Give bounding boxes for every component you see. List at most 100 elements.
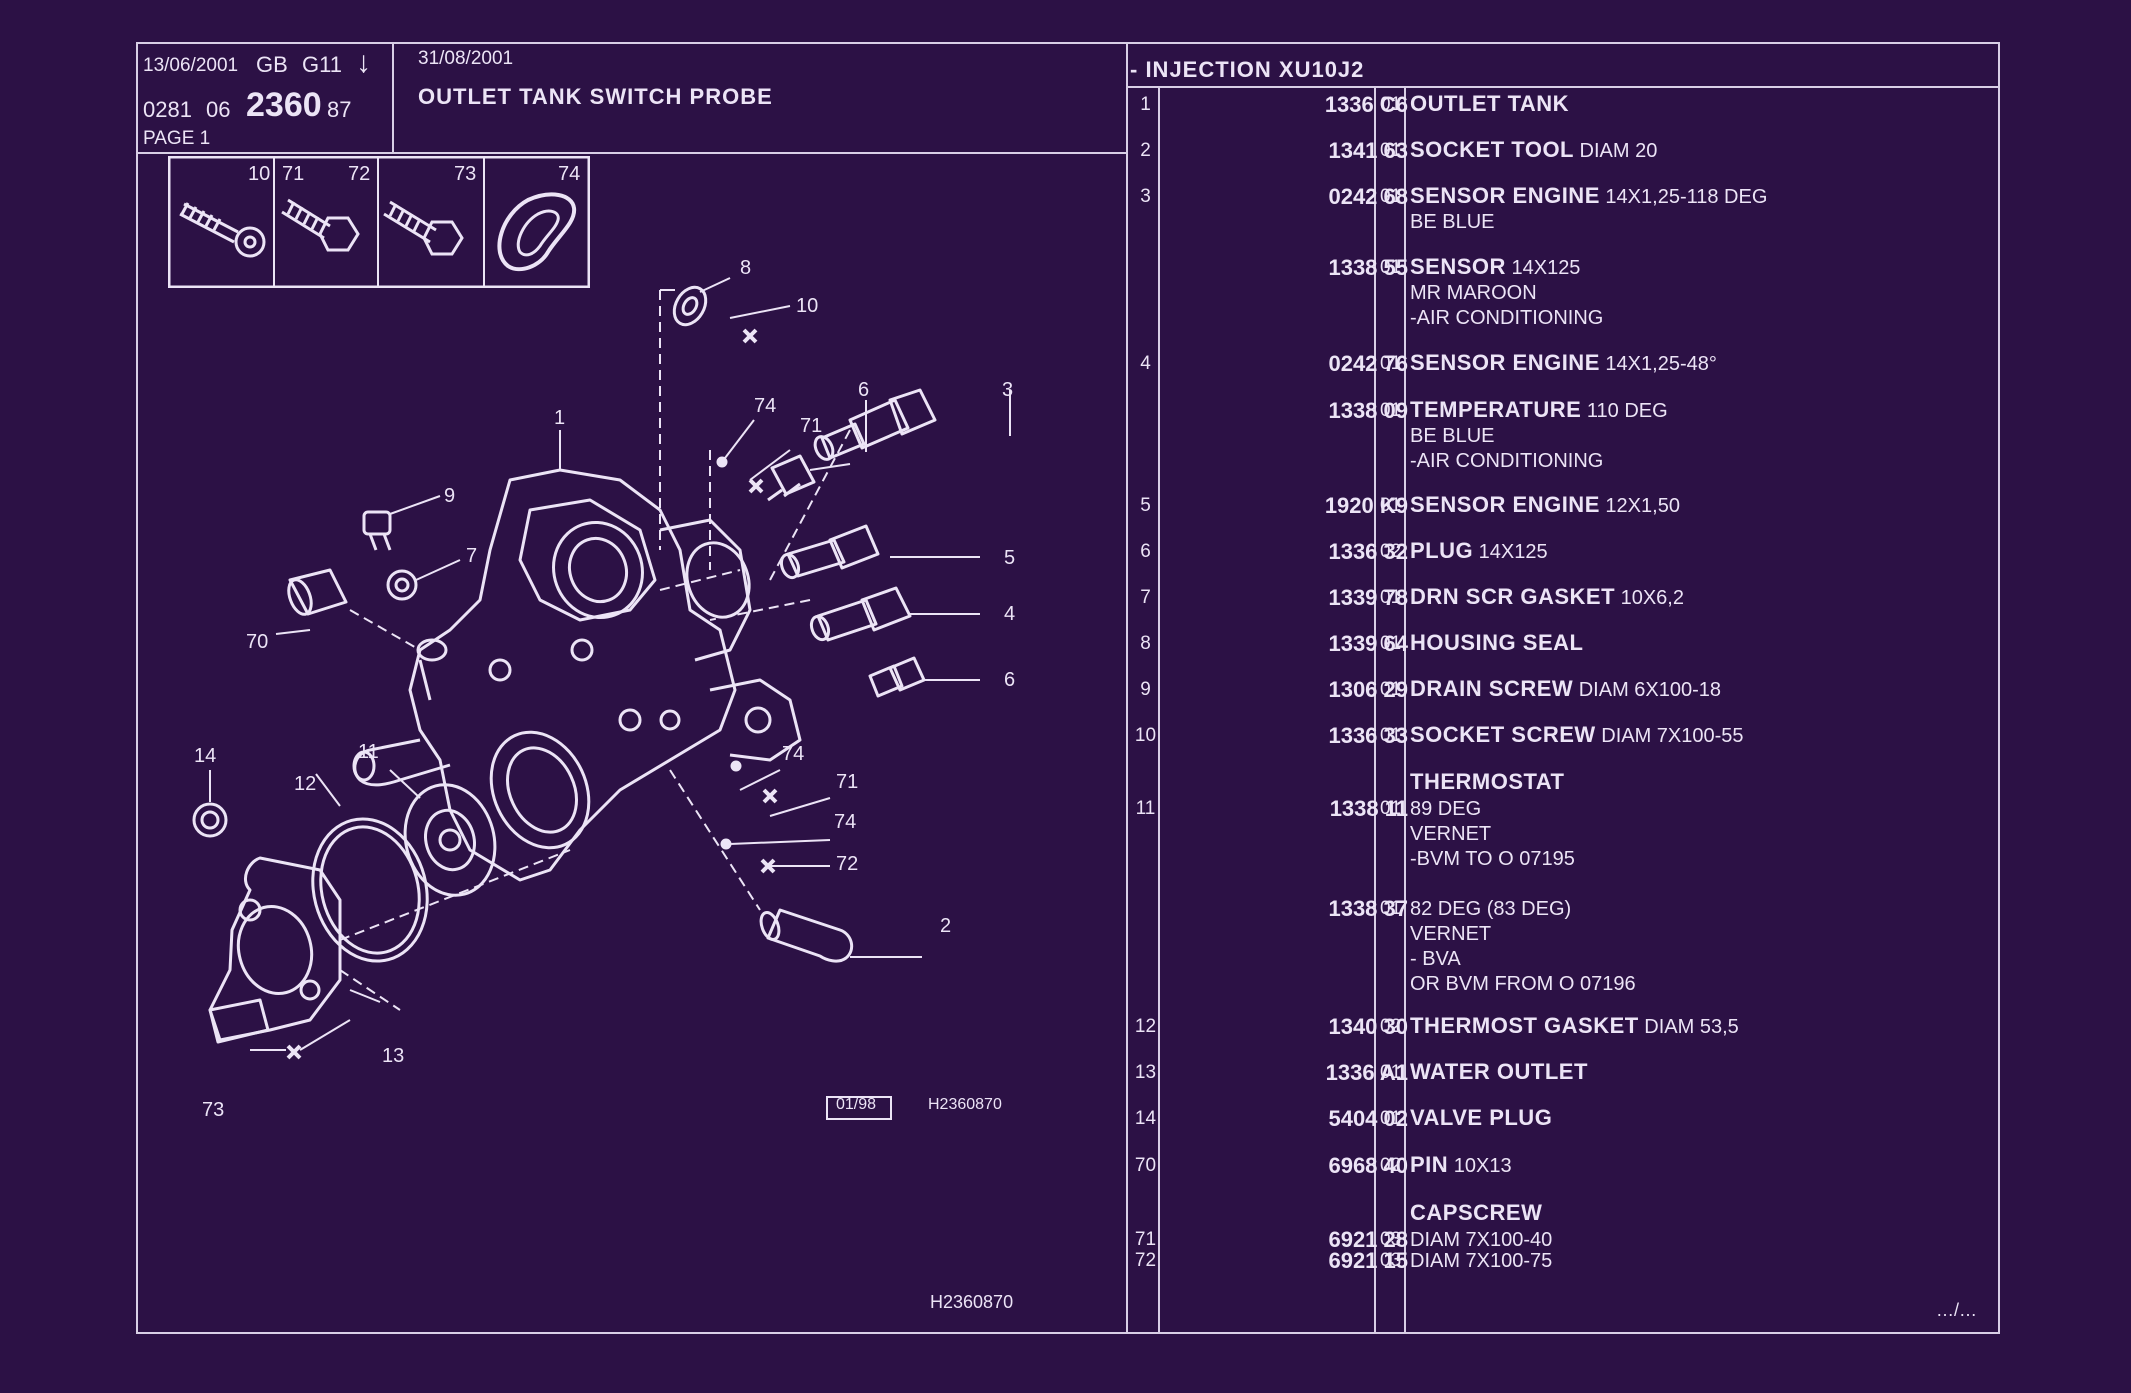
- description-bold: SOCKET SCREW: [1410, 722, 1596, 747]
- callout-70: 70: [246, 631, 268, 653]
- description-line: DIAM 7X100-40: [1410, 1227, 1552, 1252]
- description-rest: 10X6,2: [1615, 587, 1684, 609]
- callout-74-low: 74: [834, 811, 856, 833]
- description-bold: SENSOR ENGINE: [1410, 183, 1600, 208]
- part-description: SENSOR ENGINE 14X1,25-48°: [1410, 351, 1717, 376]
- part-quantity: 01: [1380, 140, 1402, 161]
- callout-71-top: 71: [800, 415, 822, 437]
- part-quantity: 01: [1380, 587, 1402, 608]
- description-bold: DRAIN SCREW: [1410, 676, 1574, 701]
- inset-label-73: 73: [454, 163, 476, 185]
- part-reference: 1338 55: [1328, 255, 1408, 280]
- description-bold: DRN SCR GASKET: [1410, 584, 1616, 609]
- description-line: MR MAROON: [1410, 280, 1603, 305]
- description-line: SENSOR 14X125: [1410, 255, 1603, 280]
- callout-1: 1: [554, 407, 565, 429]
- part-reference: 1306 29: [1328, 677, 1408, 702]
- description-rest: 14X125: [1505, 257, 1581, 279]
- part-reference: 0242 68: [1328, 184, 1408, 209]
- description-rest: 14X1,25-118 DEG: [1599, 186, 1768, 208]
- part-index: 7: [1140, 587, 1151, 608]
- code-c: 87: [327, 97, 352, 122]
- table-col-line-1: [1158, 86, 1160, 1332]
- part-reference: 1336 32: [1328, 539, 1408, 564]
- part-index: 12: [1134, 1016, 1157, 1037]
- description-line: TEMPERATURE 110 DEG: [1410, 398, 1668, 423]
- part-description: VALVE PLUG: [1410, 1106, 1552, 1131]
- part-description: SENSOR ENGINE 12X1,50: [1410, 493, 1680, 518]
- code-b: 06: [206, 97, 231, 122]
- description-line: HOUSING SEAL: [1410, 631, 1583, 656]
- part-quantity: 01: [1380, 898, 1402, 919]
- model-code: G11: [302, 52, 342, 77]
- description-rest: 14X1,25-48°: [1599, 353, 1717, 375]
- description-bold: SENSOR ENGINE: [1410, 350, 1600, 375]
- part-index: 5: [1140, 495, 1151, 516]
- callout-74-mid: 74: [782, 743, 804, 765]
- sheet-title: OUTLET TANK SWITCH PROBE: [418, 84, 773, 109]
- callout-6-top: 6: [858, 379, 869, 401]
- description-rest: DIAM 53,5: [1638, 1016, 1739, 1038]
- callout-9: 9: [444, 485, 455, 507]
- part-index: 1: [1140, 94, 1151, 115]
- diagram-ref-small: H2360870: [928, 1096, 1002, 1113]
- part-reference: 0242 76: [1328, 351, 1408, 376]
- callout-73: 73: [202, 1099, 224, 1121]
- description-line: DRN SCR GASKET 10X6,2: [1410, 585, 1684, 610]
- callout-7: 7: [466, 545, 477, 567]
- part-quantity: 01: [1380, 633, 1402, 654]
- header-divider: [392, 44, 394, 154]
- description-bold: HOUSING SEAL: [1410, 630, 1584, 655]
- table-col-line-3: [1404, 86, 1406, 1332]
- description-rest: 10X13: [1448, 1155, 1512, 1177]
- callout-4: 4: [1004, 603, 1015, 625]
- part-description: DRN SCR GASKET 10X6,2: [1410, 585, 1684, 610]
- part-description: PLUG 14X125: [1410, 539, 1548, 564]
- description-rest: 89 DEG: [1410, 798, 1482, 820]
- description-bold: SOCKET TOOL: [1410, 137, 1574, 162]
- callout-6-bottom: 6: [1004, 669, 1015, 691]
- callout-3: 3: [1002, 379, 1013, 401]
- description-rest: 82 DEG (83 DEG): [1410, 898, 1572, 920]
- callout-72: 72: [836, 853, 858, 875]
- part-quantity: 01: [1380, 798, 1402, 819]
- part-quantity: 01: [1380, 353, 1402, 374]
- description-line: 89 DEG: [1410, 796, 1575, 821]
- panel-divider: [1126, 44, 1128, 1332]
- inset-label-71: 71: [282, 163, 304, 185]
- part-reference: 1336 C6: [1324, 92, 1408, 117]
- revision-stamp: 01/98: [836, 1096, 877, 1113]
- part-reference: 6921 15: [1328, 1248, 1408, 1273]
- description-line: -AIR CONDITIONING: [1410, 448, 1668, 473]
- description-rest: MR MAROON: [1410, 282, 1537, 304]
- description-bold: THERMOST GASKET: [1410, 1013, 1639, 1038]
- part-reference: 1339 64: [1328, 631, 1408, 656]
- part-description: SOCKET SCREW DIAM 7X100-55: [1410, 723, 1744, 748]
- part-description: PIN 10X13: [1410, 1153, 1512, 1178]
- part-index: 10: [1134, 725, 1157, 746]
- description-line: SENSOR ENGINE 14X1,25-48°: [1410, 351, 1717, 376]
- table-col-line-2: [1374, 86, 1376, 1332]
- description-bold: SENSOR: [1410, 254, 1506, 279]
- description-line: CAPSCREW: [1410, 1201, 1542, 1226]
- part-description: WATER OUTLET: [1410, 1060, 1588, 1085]
- part-reference: 1336 A1: [1325, 1060, 1408, 1085]
- code-a: 0281: [143, 97, 192, 122]
- description-line: PIN 10X13: [1410, 1153, 1512, 1178]
- description-line: VERNET: [1410, 921, 1636, 946]
- part-description: DIAM 7X100-40: [1410, 1227, 1552, 1252]
- description-rest: OR BVM FROM O 07196: [1410, 973, 1636, 995]
- callout-71-mid: 71: [836, 771, 858, 793]
- description-bold: WATER OUTLET: [1410, 1059, 1588, 1084]
- description-rest: VERNET: [1410, 923, 1492, 945]
- code-main: 2360: [246, 86, 322, 124]
- description-line: WATER OUTLET: [1410, 1060, 1588, 1085]
- fastener-inset: 10 71 72 73 74: [168, 156, 590, 288]
- inset-label-72: 72: [348, 163, 370, 185]
- part-quantity: 01: [1380, 186, 1402, 207]
- callout-8: 8: [740, 257, 751, 279]
